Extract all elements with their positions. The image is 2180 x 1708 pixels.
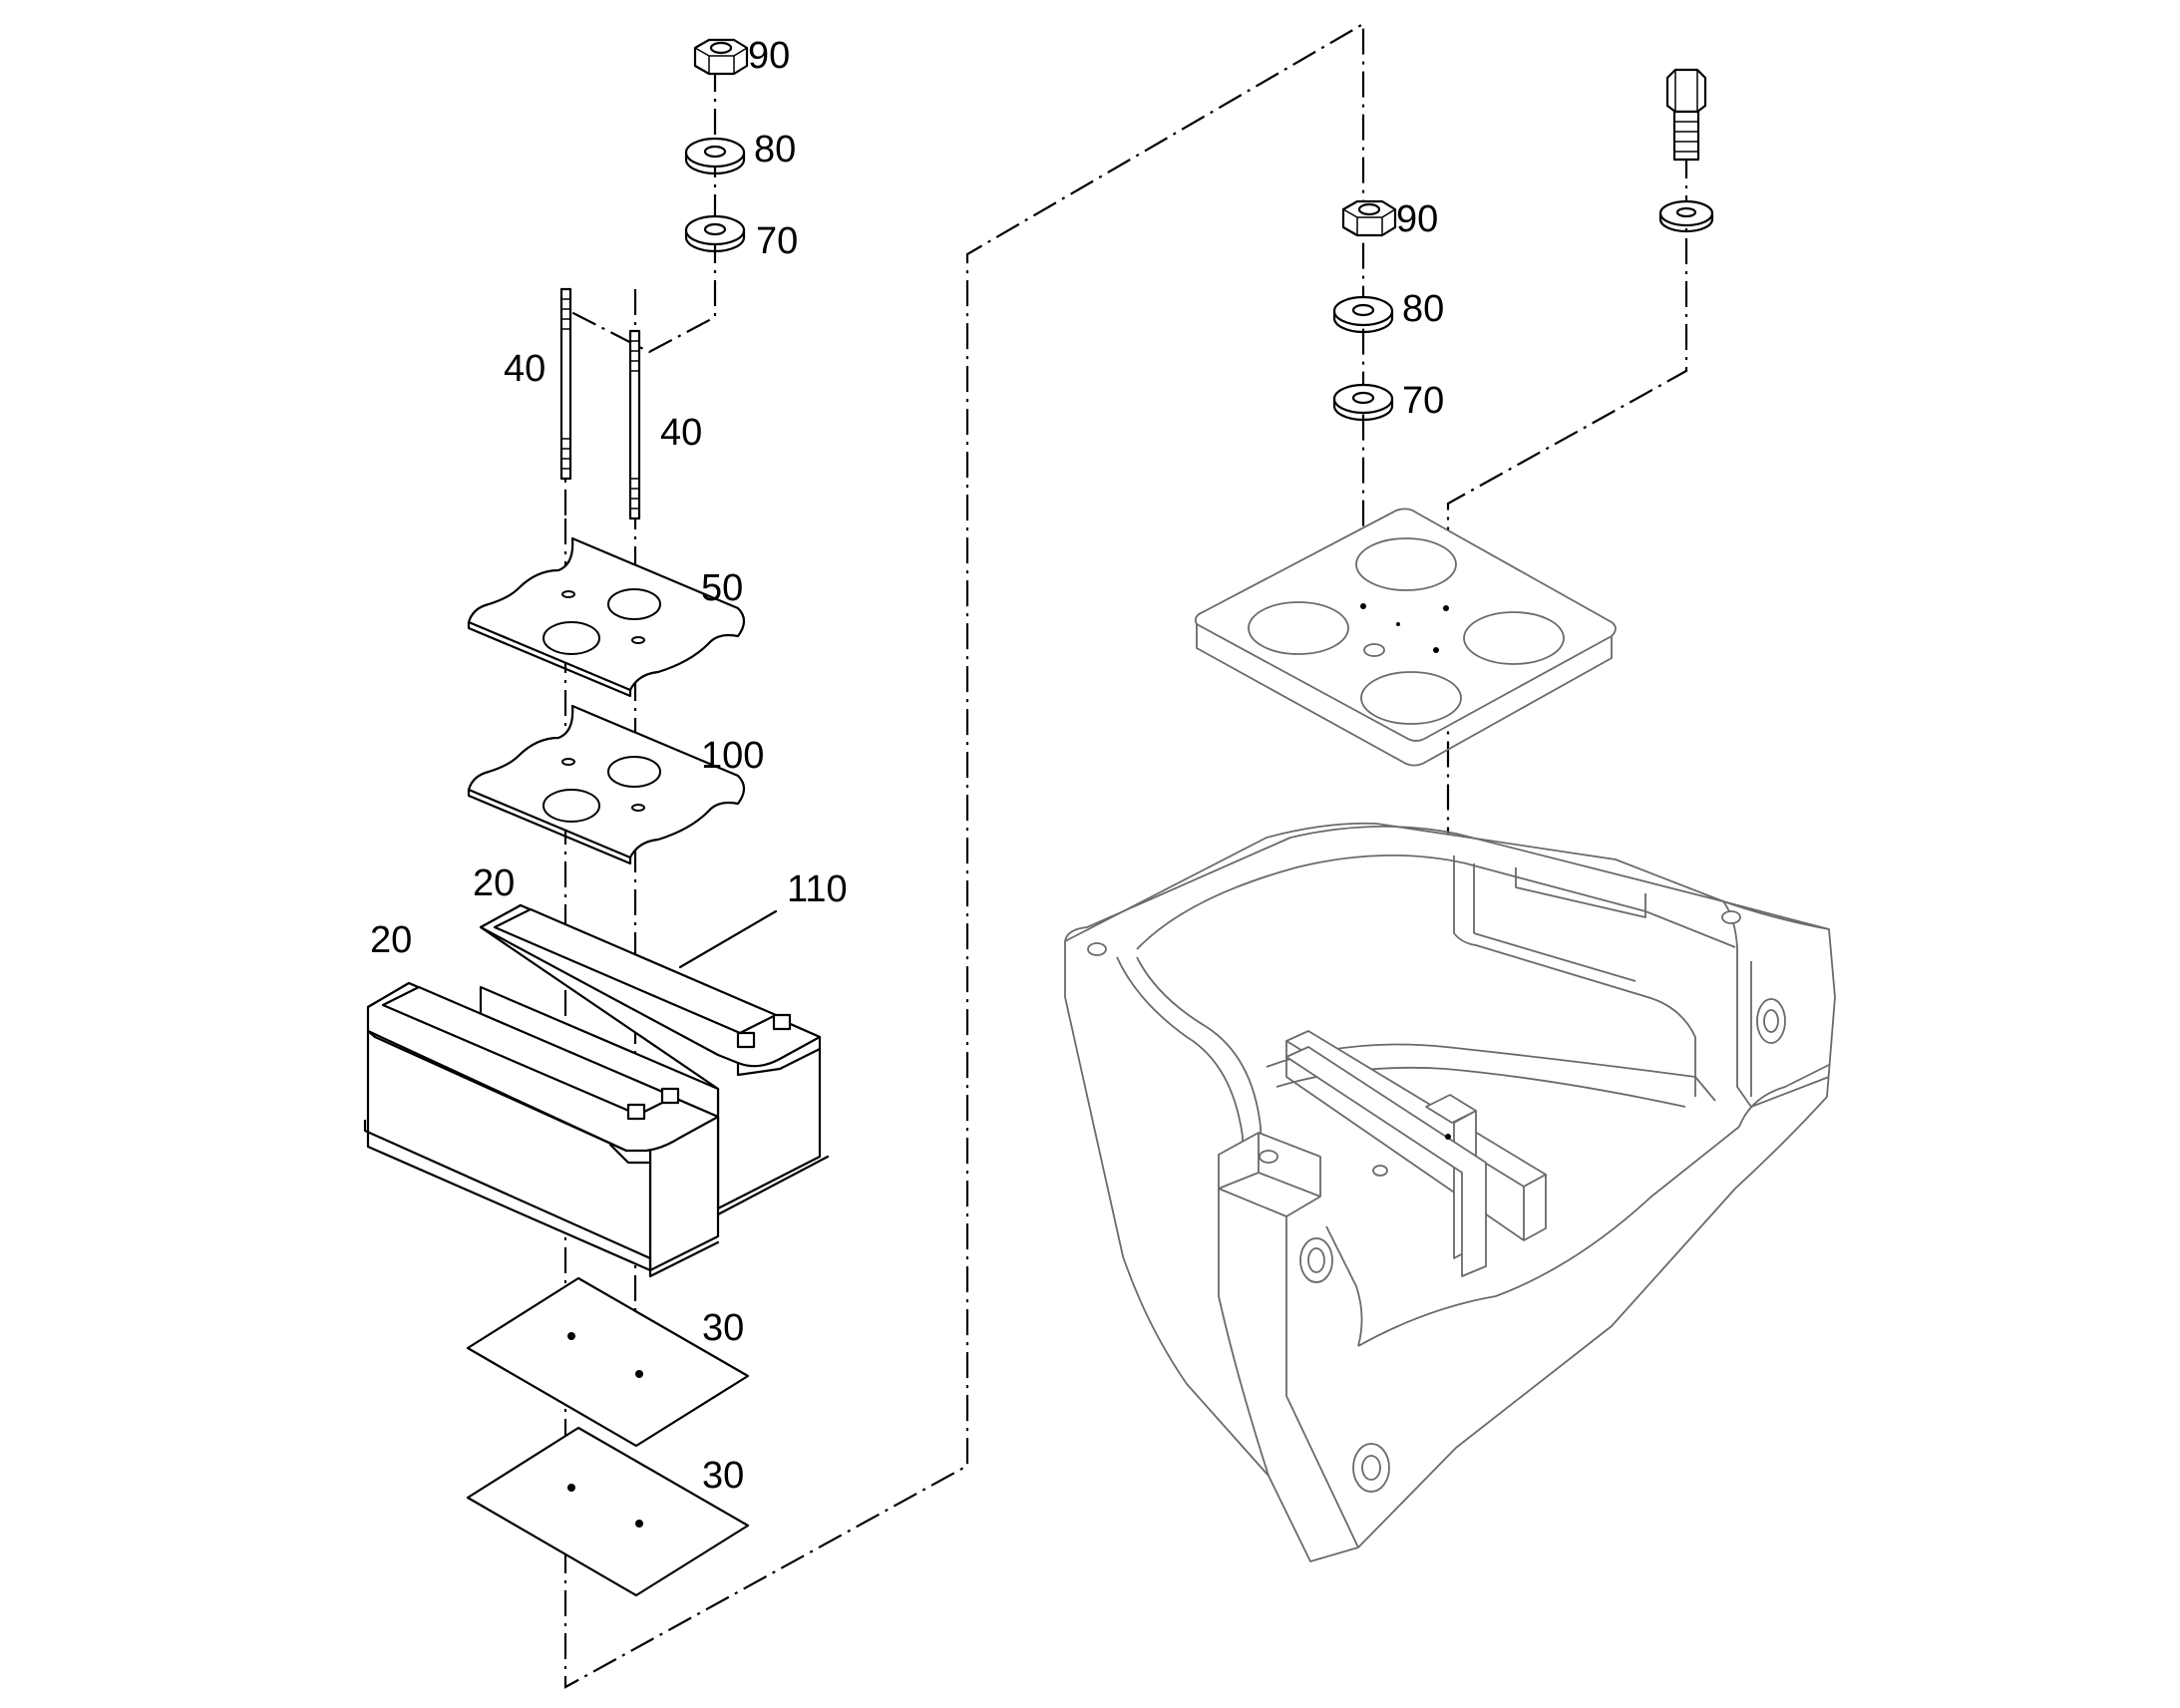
callout-90-left: 90 [748,35,790,77]
callout-80-right: 80 [1402,288,1444,330]
callout-labels: 90 80 70 40 40 50 100 20 20 110 30 30 90… [370,35,1444,1497]
clamp-plate-50 [467,536,746,698]
base-pad-lower [466,1426,750,1597]
bolt-right [1658,68,1714,233]
callout-50: 50 [701,567,743,609]
stud-right [628,329,641,520]
callout-20-rear: 20 [473,862,515,904]
battery-carrier-bracket [1064,822,1836,1562]
stud-left [559,287,572,481]
base-pad-upper [466,1276,750,1448]
rubber-plate-100 [467,704,746,865]
callout-30-upper: 30 [702,1307,744,1349]
callout-110: 110 [787,868,848,910]
washer-80-right [1332,295,1394,334]
callout-30-lower: 30 [702,1455,744,1497]
callout-100: 100 [701,735,764,777]
callout-40-b: 40 [660,412,702,454]
battery-front [363,981,720,1278]
callout-90-right: 90 [1396,198,1438,240]
callout-80-left: 80 [754,129,796,171]
mounting-plate [1194,508,1617,767]
washer-70-right [1332,383,1394,422]
callout-70-left: 70 [756,220,798,262]
nut-right [1341,199,1397,237]
callout-40-a: 40 [504,348,545,390]
leader-line-110 [678,909,778,969]
washer-70-left [684,214,746,253]
callout-20-front: 20 [370,919,412,961]
washer-80-left [684,137,746,175]
nut-left [693,38,749,76]
callout-70-right: 70 [1402,380,1444,422]
